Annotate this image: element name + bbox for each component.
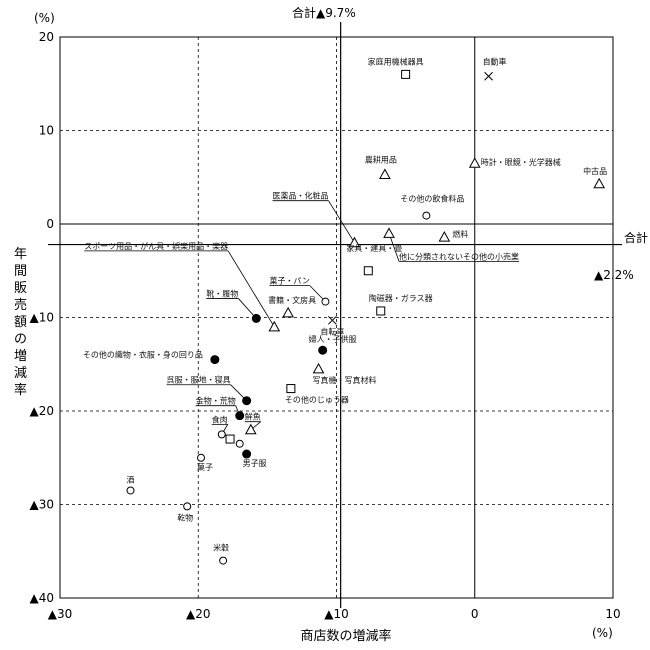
y-tick-label: 0 (46, 217, 54, 231)
point-label: 農耕用品 (365, 154, 397, 164)
total-y-label-top: 合計 (624, 230, 648, 245)
grid-lines (59, 36, 614, 599)
point-label: 靴・履物 (206, 288, 238, 298)
data-point (422, 211, 431, 220)
x-tick-label: ▲10 (324, 607, 349, 621)
point-label: 家具・建具・畳 (346, 243, 402, 253)
total-x-label: 合計▲9.7% (292, 5, 356, 20)
data-point (321, 297, 330, 306)
y-tick-label: ▲10 (30, 311, 55, 325)
data-point (268, 320, 281, 332)
data-point (327, 315, 337, 325)
data-point (251, 313, 261, 323)
data-point (225, 434, 235, 444)
point-label: 呉服・服地・寝具 (167, 375, 231, 385)
point-label: 金物・荒物 (196, 396, 236, 406)
data-point (235, 439, 244, 448)
data-point (219, 556, 228, 565)
data-point (401, 69, 411, 79)
data-point (318, 345, 328, 355)
data-point (126, 486, 135, 495)
point-label: 燃料 (452, 229, 468, 239)
data-point (282, 306, 294, 318)
total-lines (48, 22, 622, 608)
x-tick-label: 0 (471, 607, 479, 621)
point-label: 自動車 (483, 56, 507, 66)
total-y-label-bottom: ▲2.2% (594, 268, 634, 282)
data-points (126, 69, 606, 565)
point-label: 中古品 (583, 166, 607, 176)
x-axis-label: 商店数の増減率 (300, 628, 391, 644)
point-label: 米穀 (213, 543, 229, 553)
data-point (593, 177, 606, 189)
y-tick-label: 20 (39, 30, 54, 44)
point-label: 乾物 (177, 512, 193, 522)
data-point (217, 430, 226, 439)
data-point (383, 227, 395, 238)
leader-line (388, 233, 400, 262)
point-label: 写真機・写真材料 (313, 375, 377, 385)
x-tick-label: ▲20 (186, 607, 211, 621)
axis-ticks: ▲30 ▲20 ▲10 0 10 20 10 0 ▲10 ▲20 ▲30 ▲40 (30, 30, 621, 621)
leader-line (328, 200, 355, 243)
data-point (484, 71, 493, 81)
x-tick-label: 10 (605, 607, 620, 621)
data-point (438, 231, 451, 242)
data-point (242, 396, 252, 406)
data-point (379, 168, 391, 179)
y-tick-label: ▲20 (30, 404, 55, 418)
data-point (348, 236, 361, 248)
point-label: 酒 (127, 475, 135, 484)
point-label: 男子服 (243, 459, 267, 468)
data-point (244, 423, 257, 435)
data-point (286, 384, 296, 394)
data-point (210, 355, 220, 365)
point-label: 時計・眼鏡・光学器械 (481, 157, 561, 167)
point-label: 菓子 (197, 462, 213, 472)
point-label: 自転車 (320, 326, 344, 336)
data-point (376, 306, 386, 316)
point-label: 鮮魚 (245, 412, 261, 422)
leader-lines (84, 200, 520, 435)
point-label: 陶磁器・ガラス器 (369, 293, 433, 303)
point-label: 書籍・文房具 (268, 295, 316, 305)
y-axis-label: 年間販売額の増減率 (14, 247, 27, 398)
y-unit: (%) (34, 11, 55, 25)
point-label: その他のじゅう器 (285, 395, 349, 405)
point-label: 医薬品・化粧品 (272, 191, 328, 201)
data-point (468, 157, 481, 168)
data-point (363, 266, 373, 276)
y-tick-label: ▲30 (30, 498, 55, 512)
y-tick-label: 10 (39, 124, 54, 138)
data-point (197, 453, 206, 462)
x-tick-label: ▲30 (48, 607, 73, 621)
point-label: スポーツ用品・がん具・娯楽用品・楽器 (84, 241, 228, 251)
x-unit: (%) (592, 626, 613, 640)
data-point (235, 411, 245, 421)
point-label: 婦人・子供服 (309, 334, 357, 344)
point-label: 食肉 (212, 414, 228, 424)
data-point (242, 449, 252, 459)
data-point (312, 362, 325, 374)
point-label: 他に分類されないその他の小売業 (399, 251, 519, 261)
point-label: 家庭用機械器具 (368, 56, 424, 66)
y-tick-label: ▲40 (30, 591, 55, 605)
data-point (183, 502, 192, 511)
point-label: その他の飲食料品 (400, 194, 464, 204)
point-label: その他の織物・衣服・身の回り品 (83, 350, 203, 360)
leader-line (227, 250, 275, 328)
point-label: 菓子・パン (269, 276, 309, 286)
